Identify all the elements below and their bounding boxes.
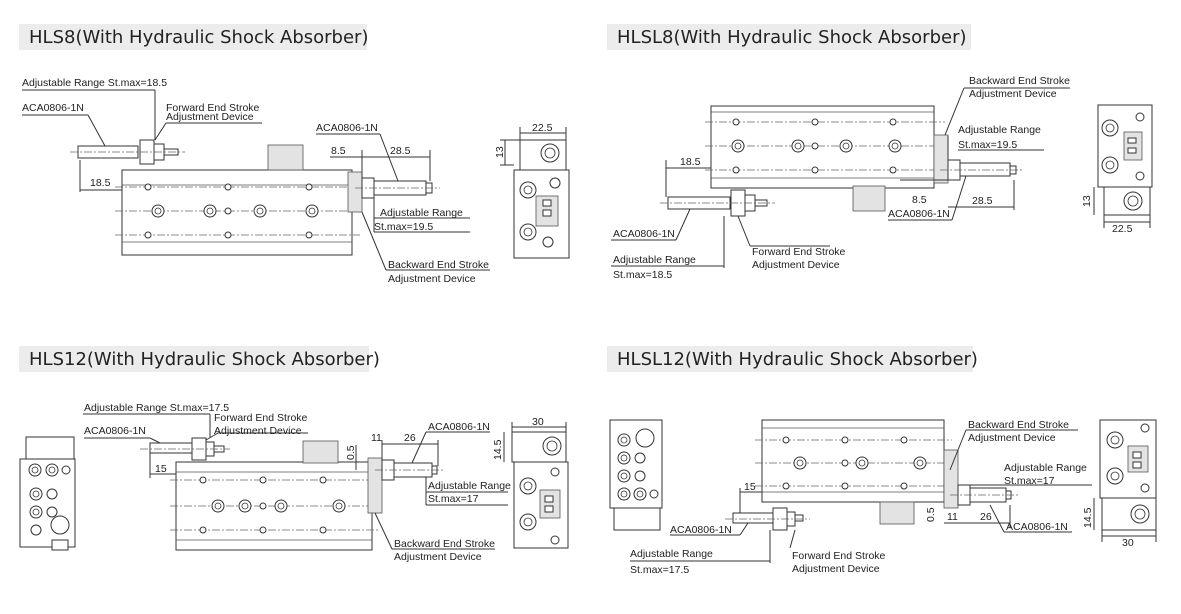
hlsl12-bwd-1: Backward End Stroke	[968, 419, 1069, 431]
hlsl12-side-height: 14.5	[1082, 507, 1094, 528]
hls12-dim-11: 11	[371, 432, 382, 444]
hls12-drawing: Adjustable Range St.max=17.5 ACA0806-1N …	[19, 402, 569, 563]
hlsl12-stopper	[879, 501, 915, 525]
hls12-side-view: 30 14.5	[492, 416, 569, 549]
hls8-dim-28-5: 28.5	[390, 145, 411, 157]
hls8-holes	[144, 183, 319, 239]
hlsl8-side-view: 22.5 13	[1081, 104, 1153, 235]
hlsl12-left-absorber	[732, 512, 774, 524]
hlsl8-fwd-2: Adjustment Device	[752, 259, 840, 271]
hls8-fwd-1: Forward End Stroke	[166, 102, 260, 114]
hls8-drawing: Adjustable Range St.max=18.5 ACA0806-1N …	[22, 77, 570, 285]
hls12-adj-right-1: Adjustable Range	[428, 480, 511, 492]
hls12-bwd-2: Adjustment Device	[394, 551, 482, 563]
hls8-bwd-2: Adjustment Device	[388, 273, 476, 285]
hlsl12-bwd-2: Adjustment Device	[968, 432, 1056, 444]
hlsl12-adj-right-1: Adjustable Range	[1004, 462, 1087, 474]
hls12-holes	[199, 476, 346, 534]
section-title-hlsl12-text: HLSL12(With Hydraulic Shock Absorber)	[617, 349, 978, 370]
hlsl8-dim-28-5: 28.5	[972, 195, 993, 207]
hlsl12-adj-right-2: St.max=17	[1004, 475, 1055, 487]
section-title-hls8: HLS8(With Hydraulic Shock Absorber)	[19, 24, 369, 50]
hlsl8-side-width: 22.5	[1112, 223, 1133, 235]
hlsl12-side-width: 30	[1122, 537, 1134, 549]
hls8-stopper	[267, 144, 304, 171]
hls12-aca-right: ACA0806-1N	[428, 421, 490, 433]
hls8-aca-left: ACA0806-1N	[22, 102, 84, 114]
hlsl8-fwd-1: Forward End Stroke	[752, 246, 846, 258]
hlsl12-side-view: 30 14.5	[1082, 419, 1157, 549]
hls12-fwd-1: Forward End Stroke	[214, 412, 308, 424]
section-title-hls8-text: HLS8(With Hydraulic Shock Absorber)	[29, 27, 369, 48]
hlsl12-adj-left-1: Adjustable Range	[630, 548, 713, 560]
hlsl12-fwd-2: Adjustment Device	[792, 563, 880, 575]
hls8-adj-right-1: Adjustable Range	[380, 207, 463, 219]
hls8-side-height: 13	[494, 146, 506, 158]
hlsl8-adj-left-1: Adjustable Range	[613, 254, 696, 266]
hlsl8-dim-18-5: 18.5	[680, 156, 701, 168]
hlsl12-dim-26: 26	[980, 511, 992, 523]
hls12-adj-range-top: Adjustable Range St.max=17.5	[84, 402, 229, 414]
hlsl12-holes	[782, 436, 927, 490]
hlsl8-dim-8-5: 8.5	[912, 194, 927, 206]
hls12-side-height: 14.5	[492, 439, 504, 460]
hls8-fwd-2: Adjustment Device	[166, 111, 254, 123]
hls12-side-width: 30	[532, 416, 544, 428]
hls8-bwd-1: Backward End Stroke	[388, 259, 489, 271]
hls12-dim-0-5: 0.5	[345, 445, 357, 460]
hlsl8-holes	[731, 118, 902, 174]
hls8-side-width: 22.5	[532, 122, 553, 134]
hlsl12-fwd-1: Forward End Stroke	[792, 550, 886, 562]
hls8-adj-range-top: Adjustable Range St.max=18.5	[22, 77, 167, 89]
hls8-adj-right-2: St.max=19.5	[374, 221, 433, 233]
hlsl12-adj-left-2: St.max=17.5	[630, 564, 689, 576]
hlsl8-bwd-1: Backward End Stroke	[969, 75, 1070, 87]
hlsl8-bwd-2: Adjustment Device	[969, 88, 1057, 100]
hls12-dim-26: 26	[404, 432, 416, 444]
hlsl8-adj-right-1: Adjustable Range	[958, 124, 1041, 136]
hls12-adj-right-2: St.max=17	[428, 493, 479, 505]
hlsl12-aca-right: ACA0806-1N	[1006, 521, 1068, 533]
hlsl12-body	[761, 419, 945, 503]
section-title-hls12: HLS12(With Hydraulic Shock Absorber)	[19, 346, 380, 372]
hlsl12-aca-left: ACA0806-1N	[670, 524, 732, 536]
section-title-hlsl12: HLSL12(With Hydraulic Shock Absorber)	[607, 346, 978, 372]
section-title-hlsl8-text: HLSL8(With Hydraulic Shock Absorber)	[617, 27, 967, 48]
section-title-hlsl8: HLSL8(With Hydraulic Shock Absorber)	[607, 24, 971, 50]
section-title-hls12-text: HLS12(With Hydraulic Shock Absorber)	[29, 349, 380, 370]
hlsl12-dim-15: 15	[744, 481, 756, 493]
hlsl12-dim-0-5: 0.5	[925, 507, 937, 522]
hls12-left-absorber	[149, 442, 193, 454]
hls12-front-view	[19, 436, 76, 551]
hls12-stopper	[302, 440, 339, 464]
hls12-dim-15: 15	[155, 463, 167, 475]
hlsl8-stopper	[852, 185, 886, 212]
hlsl8-aca-right: ACA0806-1N	[888, 208, 950, 220]
hls8-dim-18-5: 18.5	[90, 177, 111, 189]
hlsl12-dim-11: 11	[947, 511, 958, 523]
hls8-dim-8-5: 8.5	[331, 145, 346, 157]
hls8-side-view: 22.5 13	[494, 122, 570, 259]
hls8-aca-right: ACA0806-1N	[316, 122, 378, 134]
hls12-fwd-2: Adjustment Device	[214, 425, 302, 437]
hlsl8-drawing: Backward End Stroke Adjustment Device Ad…	[611, 75, 1153, 281]
hlsl12-drawing: Backward End Stroke Adjustment Device Ad…	[609, 419, 1157, 576]
hlsl8-adj-left-2: St.max=18.5	[613, 269, 672, 281]
hlsl8-side-height: 13	[1081, 195, 1093, 207]
hlsl8-adj-right-2: St.max=19.5	[958, 139, 1017, 151]
hlsl8-aca-left: ACA0806-1N	[613, 228, 675, 240]
hls12-bwd-1: Backward End Stroke	[394, 538, 495, 550]
hls12-aca-left: ACA0806-1N	[84, 425, 146, 437]
hlsl12-front-view	[609, 419, 663, 531]
